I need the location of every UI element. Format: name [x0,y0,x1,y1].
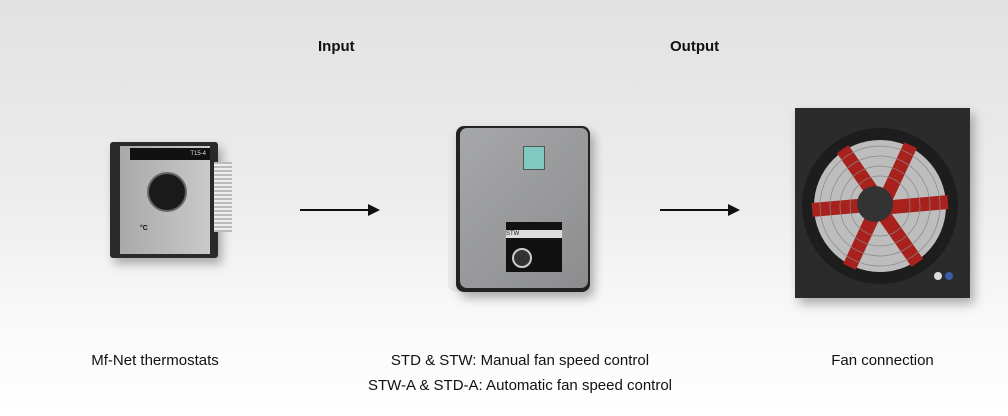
arrow-input-to-controller [300,204,380,216]
thermostat-image: T15-4 °C [110,140,240,260]
fan-image [795,108,970,298]
caption-controller-automatic: STW-A & STD-A: Automatic fan speed contr… [367,377,672,394]
mf-net-logo [523,146,545,170]
speed-knob [512,248,532,268]
output-header: Output [670,38,720,55]
fan-svg [802,128,958,284]
controller-model-label: STW [506,230,562,238]
controller-panel: STW [506,222,562,272]
thermostat-coil [214,162,232,232]
caption-controller-manual: STD & STW: Manual fan speed control [390,352,650,369]
input-header: Input [318,38,355,55]
thermostat-unit-label: °C [140,225,148,232]
caption-thermostat: Mf-Net thermostats [91,352,219,369]
fan-blades [811,142,949,270]
controller-image: STW [448,118,598,298]
arrow-controller-to-fan [660,204,740,216]
thermostat-dial [147,172,187,212]
thermostat-model-label: T15-4 [130,148,210,160]
caption-fan: Fan connection [831,352,934,369]
